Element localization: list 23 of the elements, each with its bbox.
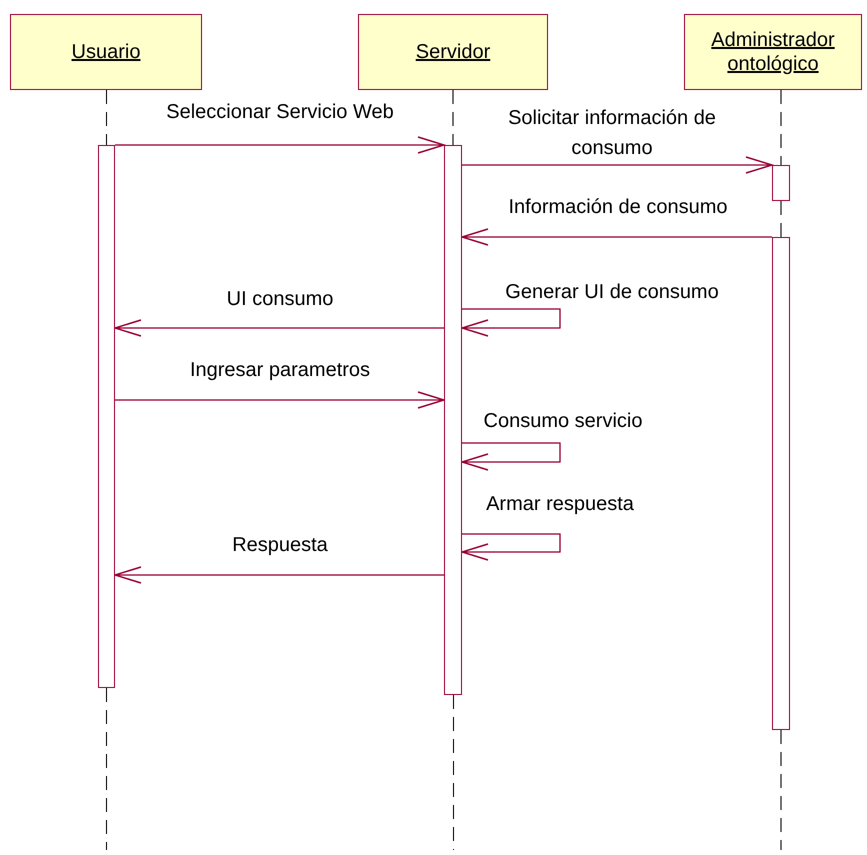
message-arrow: [114, 566, 444, 584]
message-arrow: [115, 391, 445, 409]
message-arrow: [461, 308, 561, 337]
participant-name: Usuario: [72, 40, 140, 64]
lifeline: [452, 90, 454, 146]
activation-bar: [98, 145, 115, 688]
participant-box: [684, 14, 862, 90]
activation-bar: [772, 237, 790, 730]
lifeline: [106, 90, 107, 146]
lifeline: [780, 200, 782, 238]
activation-bar: [772, 165, 790, 201]
participant-name: Servidor: [416, 40, 490, 64]
message-arrow: [462, 156, 773, 174]
participant-box: [358, 14, 548, 90]
lifeline: [780, 90, 782, 166]
activation-bar: [444, 145, 462, 695]
message-arrow: [115, 136, 445, 154]
participant-box: [10, 14, 202, 90]
participant-name: Administrador ontológico: [710, 28, 836, 76]
message-arrow: [461, 228, 772, 246]
message-arrow: [114, 319, 444, 337]
message-arrow: [461, 533, 561, 561]
message-arrow: [461, 442, 561, 471]
